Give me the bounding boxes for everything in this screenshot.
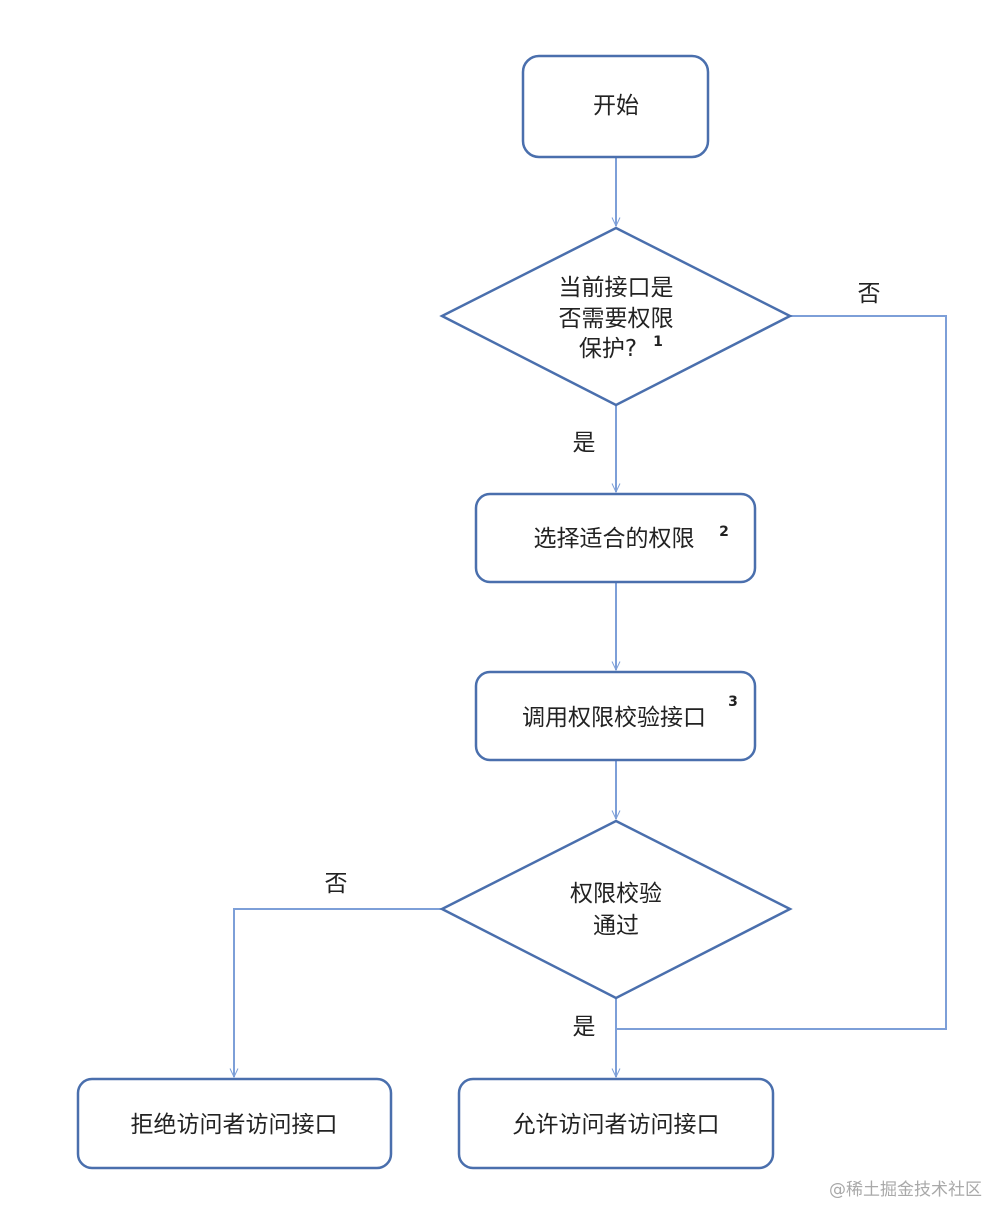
- select-permission-label: 选择适合的权限: [534, 526, 695, 552]
- decision-pass-line1: 权限校验: [570, 881, 662, 907]
- decision-protect-line3: 保护?: [579, 336, 637, 362]
- call-check-footnote: 3: [728, 694, 738, 710]
- edge-pass-no-to-deny: [234, 908, 442, 1077]
- decision-protect-line2: 否需要权限: [559, 306, 674, 332]
- call-check-label: 调用权限校验接口: [522, 705, 706, 731]
- decision-protect-footnote: 1: [653, 334, 663, 350]
- node-select-permission: 选择适合的权限 2: [474, 492, 757, 584]
- node-decision-protect: 当前接口是 否需要权限 保护? 1: [439, 226, 793, 407]
- node-start-label: 开始: [593, 93, 639, 119]
- select-permission-footnote: 2: [719, 524, 729, 540]
- edge-label-pass-yes: 是: [573, 1014, 596, 1040]
- allow-label: 允许访问者访问接口: [513, 1112, 720, 1138]
- node-start: 开始: [521, 54, 710, 159]
- watermark: @稀土掘金技术社区: [829, 1180, 982, 1200]
- edge-label-pass-no: 否: [325, 871, 348, 897]
- edge-decision-no-to-allow: [616, 315, 947, 1030]
- node-deny: 拒绝访问者访问接口: [76, 1077, 393, 1170]
- edge-label-protect-yes: 是: [573, 430, 596, 456]
- node-call-check: 调用权限校验接口 3: [474, 670, 757, 762]
- deny-label: 拒绝访问者访问接口: [131, 1112, 338, 1138]
- node-allow: 允许访问者访问接口: [457, 1077, 775, 1170]
- decision-protect-line1: 当前接口是: [559, 275, 674, 301]
- edges: [234, 157, 947, 1077]
- edge-label-protect-no: 否: [858, 281, 881, 307]
- node-decision-pass: 权限校验 通过: [439, 819, 793, 1000]
- decision-pass-line2: 通过: [593, 913, 639, 939]
